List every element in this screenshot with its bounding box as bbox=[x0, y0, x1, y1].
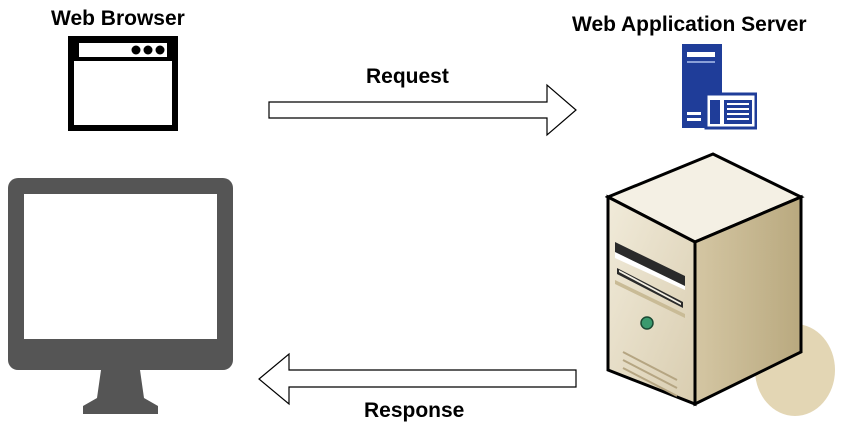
server-tower-icon bbox=[605, 152, 840, 420]
arrow-left-icon bbox=[257, 352, 579, 406]
response-label: Response bbox=[364, 399, 465, 422]
web-application-server-label: Web Application Server bbox=[572, 13, 807, 36]
browser-window-icon bbox=[68, 36, 178, 131]
monitor-icon bbox=[8, 178, 233, 416]
arrow-right-icon bbox=[268, 83, 580, 137]
request-label: Request bbox=[366, 65, 449, 88]
web-browser-label: Web Browser bbox=[51, 7, 185, 30]
application-server-icon bbox=[682, 44, 757, 130]
